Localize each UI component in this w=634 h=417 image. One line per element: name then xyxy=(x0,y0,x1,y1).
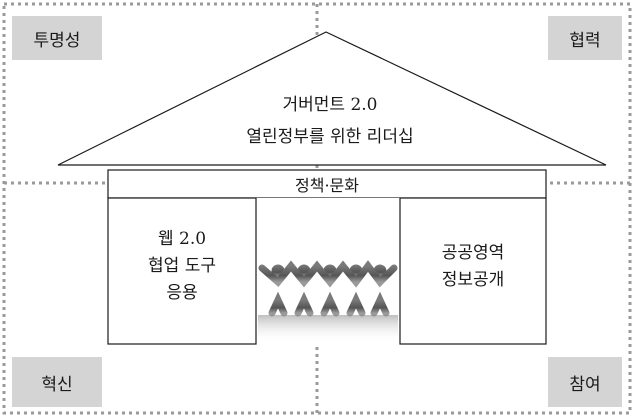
label-participation: 참여 xyxy=(548,357,622,407)
right-pillar-line: 정보공개 xyxy=(441,270,505,290)
people-figures xyxy=(258,260,398,343)
roof-shape xyxy=(57,31,607,166)
right-pillar-text: 공공영역 정보공개 xyxy=(400,240,546,294)
roof-subtitle: 열린정부를 위한 리더십 xyxy=(246,127,414,147)
label-transparency: 투명성 xyxy=(12,16,102,60)
label-collaboration: 협력 xyxy=(548,16,622,60)
left-pillar-box xyxy=(107,197,257,345)
label-innovation: 혁신 xyxy=(12,357,102,407)
left-pillar-text: 웹 2.0 협업 도구 응용 xyxy=(108,226,256,307)
beam-box xyxy=(107,169,547,199)
left-pillar-line: 협업 도구 xyxy=(148,256,216,276)
roof-title: 거버먼트 2.0 xyxy=(282,95,378,115)
left-pillar-line: 웹 2.0 xyxy=(157,229,207,249)
beam-label: 정책·문화 xyxy=(295,176,359,195)
right-pillar-box xyxy=(399,197,547,345)
right-pillar-line: 공공영역 xyxy=(441,243,505,263)
left-pillar-line: 응용 xyxy=(166,283,198,303)
